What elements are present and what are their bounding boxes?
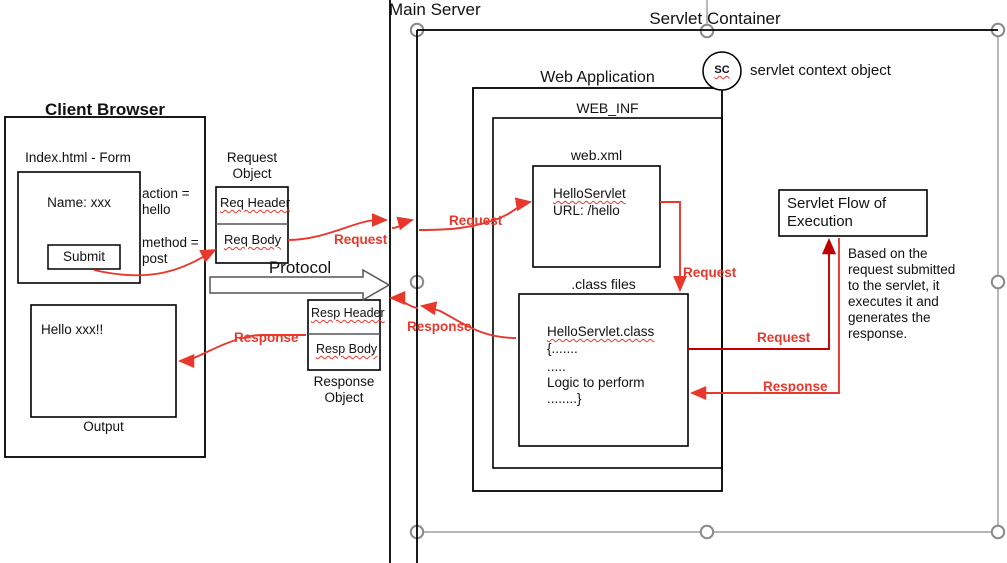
arrow-main-server-to-container <box>391 216 415 231</box>
arrow-container-to-webxml <box>418 197 533 231</box>
web-xml-title: web.xml <box>570 147 623 163</box>
hello-servlet-name: HelloServlet <box>553 186 626 201</box>
request-header-label: Req Header <box>220 195 291 210</box>
submit-button-label[interactable]: Submit <box>62 249 106 264</box>
arrow-label-response-flow: Response <box>763 379 828 394</box>
arrow-label-request-flow: Request <box>757 330 811 345</box>
arrow-submit-to-request-object <box>93 249 217 277</box>
request-object-caption: Request Object <box>226 150 278 181</box>
class-body-line-1: {....... <box>547 341 578 356</box>
arrow-label-response-browser: Response <box>234 330 299 345</box>
hello-servlet-url: URL: /hello <box>553 203 620 218</box>
arrow-webxml-down-to-class <box>660 201 688 293</box>
arrow-class-to-server-response <box>419 301 517 339</box>
protocol-label: Protocol <box>268 258 332 277</box>
servlet-context-object-label: servlet context object <box>750 62 891 79</box>
class-body-line-4: ........} <box>547 391 582 406</box>
web-inf-box <box>492 117 723 469</box>
servlet-flow-description: Based on the request submitted to the se… <box>848 246 956 341</box>
arrow-container-to-main-server-response <box>388 290 419 309</box>
main-server-title: Main Server <box>389 0 481 19</box>
form-action-attr: action = hello <box>142 186 190 217</box>
arrow-label-request-webxml-down: Request <box>683 265 737 280</box>
servlet-container-title: Servlet Container <box>649 9 781 28</box>
arrow-class-to-flow-request <box>688 237 837 350</box>
output-caption: Output <box>83 419 124 434</box>
web-xml-box <box>532 165 661 268</box>
output-box <box>30 304 177 418</box>
servlet-flow-title: Servlet Flow of Execution <box>787 195 887 230</box>
client-browser-title: Client Browser <box>45 100 165 119</box>
index-html-form-caption: Index.html - Form <box>25 150 131 165</box>
class-files-title: .class files <box>571 276 636 292</box>
class-body-line-2: ..... <box>547 359 566 374</box>
arrow-label-request-server: Request <box>449 213 503 228</box>
hello-servlet-class-name: HelloServlet.class <box>547 324 655 339</box>
servlet-flow-box <box>778 189 928 237</box>
output-text: Hello xxx!! <box>41 322 104 337</box>
servlet-context-badge-label: SC <box>714 64 730 76</box>
class-files-box <box>518 293 689 447</box>
arrow-label-response-server: Response <box>407 319 472 334</box>
response-header-label: Resp Header <box>311 306 385 320</box>
index-html-form-box <box>17 171 141 284</box>
protocol-block-arrow <box>209 268 391 302</box>
response-object-caption: Response Object <box>313 374 375 405</box>
web-inf-title: WEB_INF <box>576 100 639 116</box>
response-body-label: Resp Body <box>316 342 378 356</box>
arrow-response-object-inflow <box>239 334 306 340</box>
form-method-attr: method = post <box>142 235 199 266</box>
arrow-flow-to-class-response <box>689 238 840 401</box>
request-body-label: Req Body <box>224 232 282 247</box>
submit-button[interactable] <box>47 244 121 270</box>
form-name-field: Name: xxx <box>47 195 111 210</box>
client-browser-box <box>4 116 206 458</box>
arrow-response-to-output <box>177 339 237 369</box>
response-object-box <box>307 299 381 371</box>
arrow-request-to-main-server <box>287 212 389 241</box>
web-application-title: Web Application <box>540 69 655 86</box>
request-object-box <box>215 186 289 264</box>
arrow-label-request-browser: Request <box>334 232 388 247</box>
servlet-context-badge <box>702 51 742 91</box>
class-body-line-3: Logic to perform <box>547 375 645 390</box>
